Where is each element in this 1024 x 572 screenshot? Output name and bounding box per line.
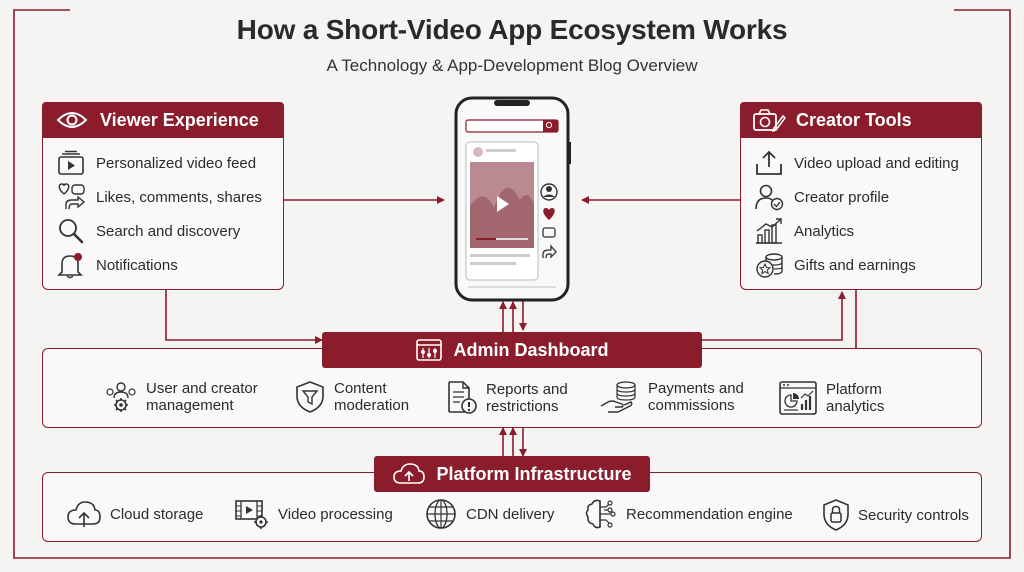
list-item-label: Personalized video feed (96, 154, 257, 172)
list-item: Analytics (754, 217, 854, 245)
platform-infrastructure-title: Platform Infrastructure (436, 463, 632, 484)
video-feed-icon (58, 150, 84, 175)
creator-tools-header: Creator Tools (740, 102, 982, 138)
admin-dashboard-header: Admin Dashboard (322, 332, 702, 368)
list-item-label: Likes, comments, shares (96, 188, 262, 206)
page-title: How a Short-Video App Ecosystem Works (236, 14, 788, 45)
admin-feature-line1: Payments and (648, 380, 744, 397)
report-icon (448, 381, 477, 414)
list-item-label: Creator profile (794, 188, 890, 206)
list-item: Creator profile (754, 183, 889, 211)
viewer-experience-title: Viewer Experience (100, 109, 259, 130)
shield-filter-icon (296, 381, 324, 413)
infra-feature-item: Cloud storage (66, 500, 203, 528)
list-item: Personalized video feed (56, 150, 256, 176)
coins-icon (756, 253, 783, 278)
list-item-label: Notifications (96, 256, 178, 274)
admin-feature-line2: analytics (826, 398, 885, 415)
upload-icon (756, 150, 782, 175)
list-item-label: Gifts and earnings (794, 256, 916, 274)
infra-feature-label: Security controls (858, 506, 969, 524)
eye-icon (56, 112, 88, 128)
users-gear-icon (106, 382, 136, 412)
admin-feature-line1: User and creator (146, 380, 258, 397)
film-gear-icon (235, 500, 268, 529)
admin-feature-line2: commissions (648, 397, 735, 414)
globe-icon (426, 499, 456, 529)
infra-feature-item: Video processing (234, 498, 393, 530)
admin-feature-line1: Reports and (486, 381, 568, 398)
bar-chart-icon (756, 218, 782, 244)
infra-feature-item: CDN delivery (424, 498, 554, 530)
lock-shield-icon (823, 499, 849, 531)
admin-dashboard-title: Admin Dashboard (453, 339, 609, 360)
viewer-experience-header: Viewer Experience (42, 102, 284, 138)
payments-icon (600, 381, 636, 413)
admin-feature-line1: Content (334, 380, 387, 397)
list-item: Search and discovery (56, 217, 240, 245)
cloud-icon (67, 501, 101, 527)
user-check-icon (755, 184, 784, 211)
list-item-label: Video upload and editing (794, 154, 959, 172)
creator-tools-title: Creator Tools (796, 109, 912, 130)
admin-feature-line1: Platform (826, 381, 882, 398)
cloud-upload-icon (393, 463, 426, 484)
list-item-label: Analytics (794, 222, 855, 240)
search-icon (59, 219, 84, 244)
infra-feature-item: Recommendation engine (584, 498, 793, 530)
list-item: Gifts and earnings (754, 251, 916, 279)
infra-feature-label: CDN delivery (466, 505, 555, 523)
bell-icon (57, 253, 83, 279)
analytics-dashboard-icon (779, 381, 817, 415)
camera-edit-icon (753, 109, 786, 132)
admin-feature-line2: management (146, 397, 234, 414)
page-subtitle: A Technology & App-Development Blog Over… (326, 56, 698, 75)
admin-feature-line2: moderation (334, 397, 410, 414)
dashboard-icon (416, 339, 443, 361)
reactions-icon (58, 183, 86, 210)
list-item: Notifications (56, 251, 178, 279)
list-item: Video upload and editing (754, 150, 959, 176)
infra-feature-label: Cloud storage (110, 505, 204, 523)
admin-feature-line2: restrictions (486, 398, 559, 415)
list-item-label: Search and discovery (96, 222, 241, 240)
phone-mockup (454, 96, 571, 302)
infra-feature-label: Recommendation engine (626, 505, 793, 523)
list-item: Likes, comments, shares (56, 183, 262, 211)
infra-feature-label: Video processing (278, 505, 393, 523)
infra-feature-item: Security controls (822, 498, 969, 532)
platform-infrastructure-header: Platform Infrastructure (374, 456, 650, 492)
brain-icon (585, 499, 616, 529)
